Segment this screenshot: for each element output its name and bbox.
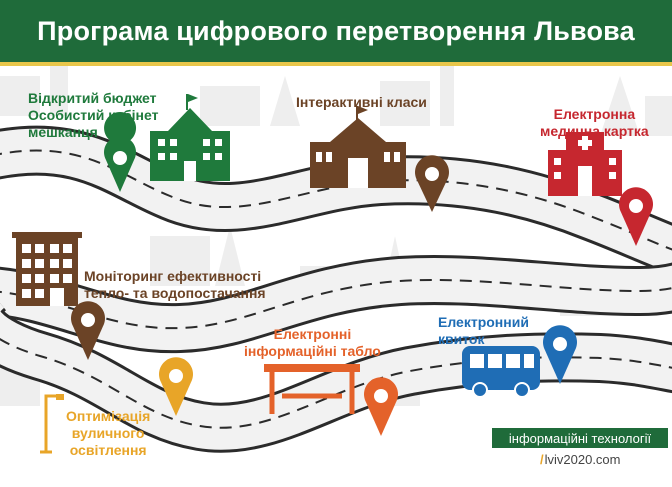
site-link[interactable]: /lviv2020.com [540,452,621,467]
medical-label: Електронна медична картка [540,106,649,139]
boards-label: Електронні інформаційні табло [244,326,381,359]
category-badge: інформаційні технології [492,428,668,448]
street-lamp-icon [40,394,64,454]
hospital-icon [548,132,622,196]
budget-label: Відкритий бюджет Особистий кабінет мешка… [28,90,159,140]
yellow-pin-icon [159,357,194,416]
school-icon [310,106,406,188]
slash-mark: / [540,452,544,467]
ticket-label: Електронний квиток [438,314,529,347]
green-pin-icon [104,112,137,192]
monitoring-label: Моніторинг ефективності тепло- та водопо… [84,268,266,301]
lighting-label: Оптимізація вуличного освітлення [66,408,151,458]
roadmap-scene [0,66,672,487]
header-stripe [0,62,672,66]
city-hall-icon [150,94,230,181]
classes-label: Інтерактивні класи [296,94,427,110]
brown-pin-icon [71,301,105,360]
orange-pin-icon [364,377,398,436]
page-title: Програма цифрового перетворення Львова [37,15,635,46]
bus-stop-icon [264,364,360,414]
bus-icon [462,346,540,398]
red-pin-icon [619,187,653,246]
blue-pin-icon [543,325,577,384]
roadmap-illustration [0,66,672,454]
brown-pin-icon [415,155,449,212]
header-banner: Програма цифрового перетворення Львова [0,0,672,62]
site-text: lviv2020.com [544,452,621,467]
apartment-building-icon [12,232,82,306]
